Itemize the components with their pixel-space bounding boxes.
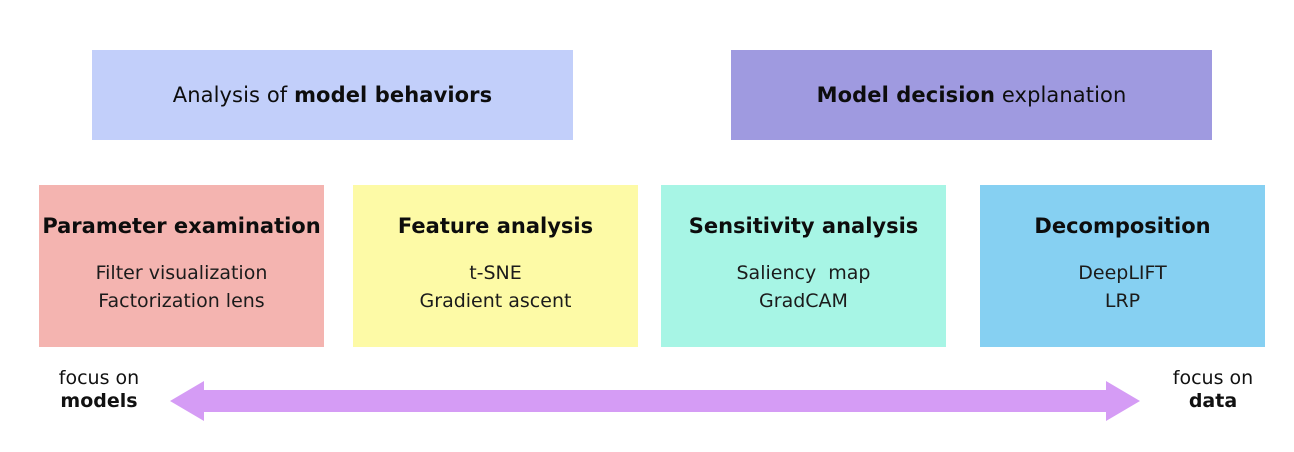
header-analysis-text: Analysis of model behaviors <box>173 83 493 107</box>
category-method-list: t-SNE Gradient ascent <box>419 262 572 312</box>
axis-label-models-line1: focus on <box>58 367 140 389</box>
double-headed-arrow-icon <box>170 381 1140 421</box>
category-box-sensitivity-analysis: Sensitivity analysis Saliency map GradCA… <box>661 185 946 347</box>
header-decision-emphasis: Model decision <box>816 83 996 107</box>
axis-label-models-line2: models <box>60 390 138 413</box>
header-decision-text: Model decision explanation <box>817 83 1127 107</box>
header-decision-suffix: explanation <box>995 83 1127 107</box>
header-analysis-of-model-behaviors: Analysis of model behaviors <box>92 50 573 140</box>
category-title: Decomposition <box>1034 214 1211 238</box>
category-title: Sensitivity analysis <box>688 214 919 238</box>
category-method-list: DeepLIFT LRP <box>1078 262 1167 312</box>
category-method-list: Filter visualization Factorization lens <box>95 262 268 312</box>
category-title: Feature analysis <box>397 214 594 238</box>
axis-label-focus-on-models: focus on models <box>34 367 164 413</box>
category-method-list: Saliency map GradCAM <box>736 262 871 312</box>
header-analysis-prefix: Analysis of <box>172 83 295 107</box>
axis-label-data-line2: data <box>1188 390 1238 413</box>
axis-label-focus-on-data: focus on data <box>1148 367 1278 413</box>
arrow-shape <box>170 381 1140 421</box>
header-analysis-emphasis: model behaviors <box>294 83 493 107</box>
header-model-decision-explanation: Model decision explanation <box>731 50 1212 140</box>
category-box-parameter-examination: Parameter examination Filter visualizati… <box>39 185 324 347</box>
category-box-feature-analysis: Feature analysis t-SNE Gradient ascent <box>353 185 638 347</box>
category-box-decomposition: Decomposition DeepLIFT LRP <box>980 185 1265 347</box>
axis-label-data-line1: focus on <box>1172 367 1254 389</box>
category-title: Parameter examination <box>42 214 321 238</box>
